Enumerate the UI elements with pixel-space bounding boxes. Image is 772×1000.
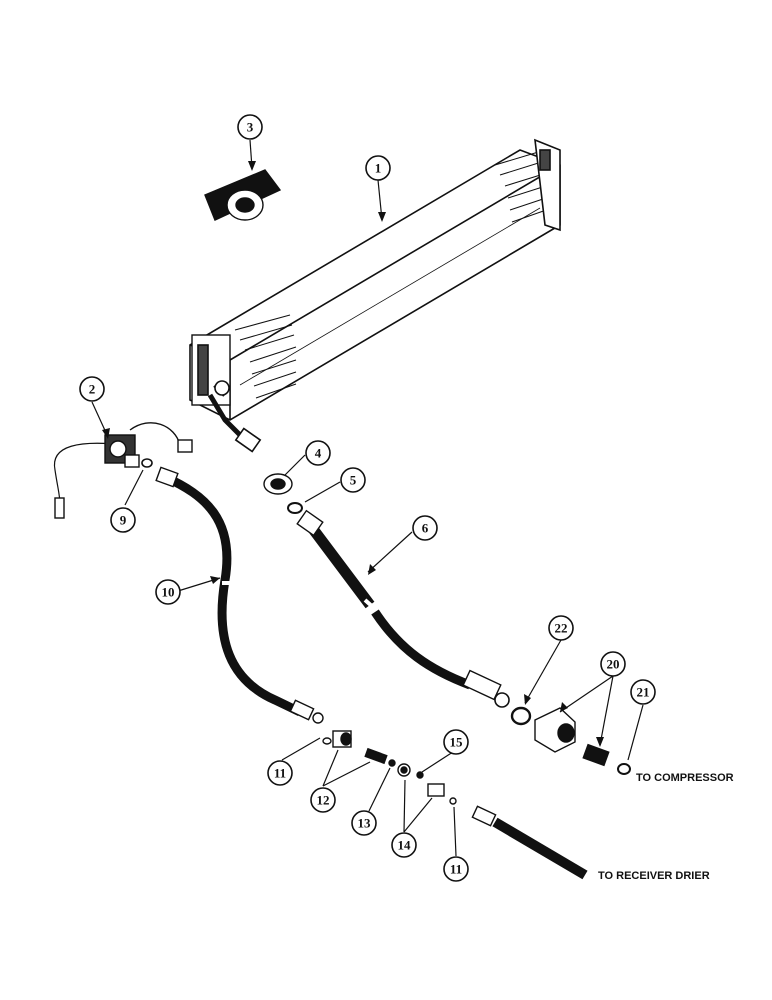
o-ring-22 [510, 706, 532, 726]
lower-fittings [322, 730, 457, 805]
callout-label: 9 [120, 513, 127, 528]
arrowheads [102, 161, 604, 747]
o-ring-5 [287, 502, 303, 514]
callout-c12: 12 [310, 787, 336, 813]
callout-c2: 2 [79, 376, 105, 402]
leader-lines [91, 139, 644, 857]
callout-circle [391, 832, 417, 858]
hose-6 [296, 509, 510, 708]
callout-circle [110, 507, 136, 533]
callout-circle [351, 810, 377, 836]
hose-10 [155, 466, 324, 724]
callout-c14: 14 [391, 832, 417, 858]
callout-circle [630, 679, 656, 705]
callout-circle [79, 376, 105, 402]
callout-c11b: 11 [443, 856, 469, 882]
callout-c1: 1 [365, 155, 391, 181]
callout-c9: 9 [110, 507, 136, 533]
callout-circle [340, 467, 366, 493]
callout-circle [305, 440, 331, 466]
callout-label: 4 [315, 446, 322, 461]
callout-c10: 10 [155, 579, 181, 605]
fitting-20 [534, 707, 610, 767]
callout-c21: 21 [630, 679, 656, 705]
o-ring-21 [617, 763, 631, 775]
callout-label: 3 [247, 120, 254, 135]
callout-c5: 5 [340, 467, 366, 493]
evaporator-core [189, 138, 561, 453]
callout-label: 21 [637, 685, 650, 700]
callout-circle [548, 615, 574, 641]
callout-c15: 15 [443, 729, 469, 755]
callout-c13: 13 [351, 810, 377, 836]
callout-c6: 6 [412, 515, 438, 541]
expansion-valve [53, 422, 193, 519]
callout-c11a: 11 [267, 760, 293, 786]
callout-label: 5 [350, 473, 357, 488]
callout-label: 11 [274, 766, 286, 781]
callout-circle [155, 579, 181, 605]
callout-label: 1 [375, 161, 382, 176]
callout-label: 13 [358, 816, 372, 831]
receiver-drier-line [471, 805, 588, 880]
callout-circle [443, 729, 469, 755]
callout-circle [600, 651, 626, 677]
o-ring-9 [141, 458, 153, 468]
callout-label: 11 [450, 862, 462, 877]
callout-label: 10 [162, 585, 175, 600]
callout-label: 12 [317, 793, 330, 808]
tape-roll [204, 169, 282, 221]
callout-label: 6 [422, 521, 429, 536]
callout-circle [267, 760, 293, 786]
callout-c3: 3 [237, 114, 263, 140]
callout-circle [365, 155, 391, 181]
note-to-receiver-drier: TO RECEIVER DRIER [598, 870, 710, 882]
callout-label: 2 [89, 382, 96, 397]
note-to-compressor: TO COMPRESSOR [636, 772, 734, 784]
callout-circle [412, 515, 438, 541]
fitting-4 [263, 473, 293, 495]
callout-label: 22 [555, 621, 568, 636]
callout-circle [443, 856, 469, 882]
callout-c4: 4 [305, 440, 331, 466]
callout-label: 14 [398, 838, 412, 853]
callout-label: 15 [450, 735, 464, 750]
callout-c22: 22 [548, 615, 574, 641]
callout-label: 20 [607, 657, 620, 672]
callout-c20: 20 [600, 651, 626, 677]
callout-circle [310, 787, 336, 813]
callout-circle [237, 114, 263, 140]
